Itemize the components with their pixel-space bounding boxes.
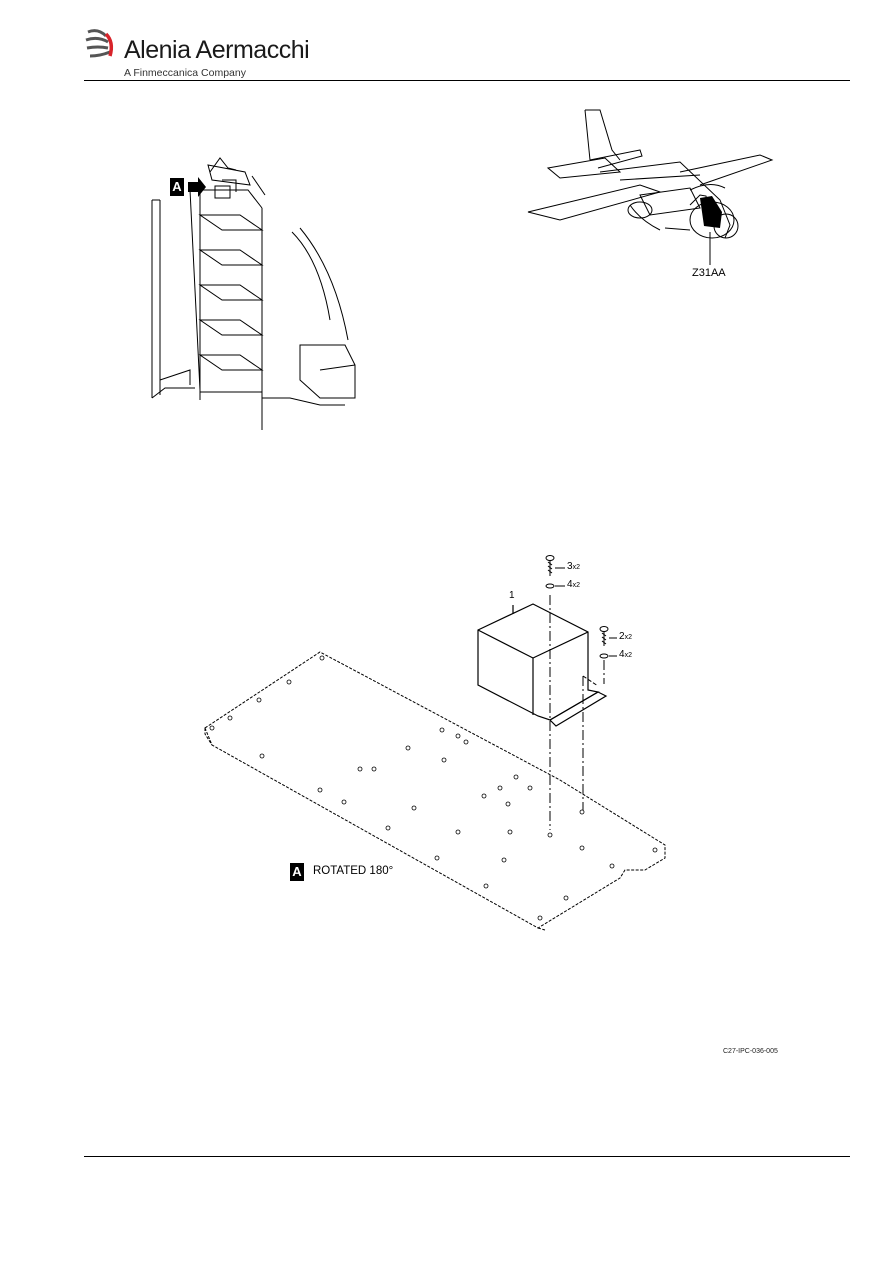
rack-illustration (151, 157, 356, 430)
zone-highlight (700, 196, 722, 228)
brand-subtitle: A Finmeccanica Company (124, 67, 246, 79)
washer-item-4-top (545, 583, 555, 589)
callout-qty: x2 (624, 652, 632, 659)
mounting-holes (209, 655, 658, 921)
callout-item-4-top: 4x2 (567, 579, 580, 590)
footer-rule (84, 1156, 850, 1157)
aircraft-illustration (527, 109, 774, 265)
fastener-centerlines (549, 595, 605, 830)
view-rotated-label: ROTATED 180° (313, 865, 394, 877)
mounting-plate (204, 651, 666, 931)
callout-item-4-right: 4x2 (619, 649, 632, 660)
callout-item-3: 3x2 (567, 561, 580, 572)
callout-item-2: 2x2 (619, 631, 632, 642)
washer-item-4-right (599, 653, 609, 659)
box-unit (477, 603, 608, 727)
callout-number: 3 (567, 561, 573, 572)
view-arrow-icon (188, 177, 206, 197)
callout-number: 4 (567, 579, 573, 590)
callout-number: 1 (509, 590, 515, 601)
screw-item-3 (545, 555, 555, 576)
callout-qty: x2 (572, 564, 580, 571)
zone-label: Z31AA (692, 267, 726, 279)
view-a-badge: A (170, 178, 184, 196)
callout-number: 2 (619, 631, 625, 642)
callout-qty: x2 (572, 582, 580, 589)
figure-reference: C27-IPC-036-005 (723, 1048, 778, 1055)
brand-name: Alenia Aermacchi (124, 36, 310, 64)
screw-item-2 (599, 626, 609, 646)
callout-qty: x2 (624, 634, 632, 641)
callout-number: 4 (619, 649, 625, 660)
view-a-rotated-badge: A (290, 863, 304, 881)
callout-item-1: 1 (509, 590, 515, 601)
header-rule (84, 80, 850, 81)
alenia-swoosh-icon (84, 26, 120, 62)
